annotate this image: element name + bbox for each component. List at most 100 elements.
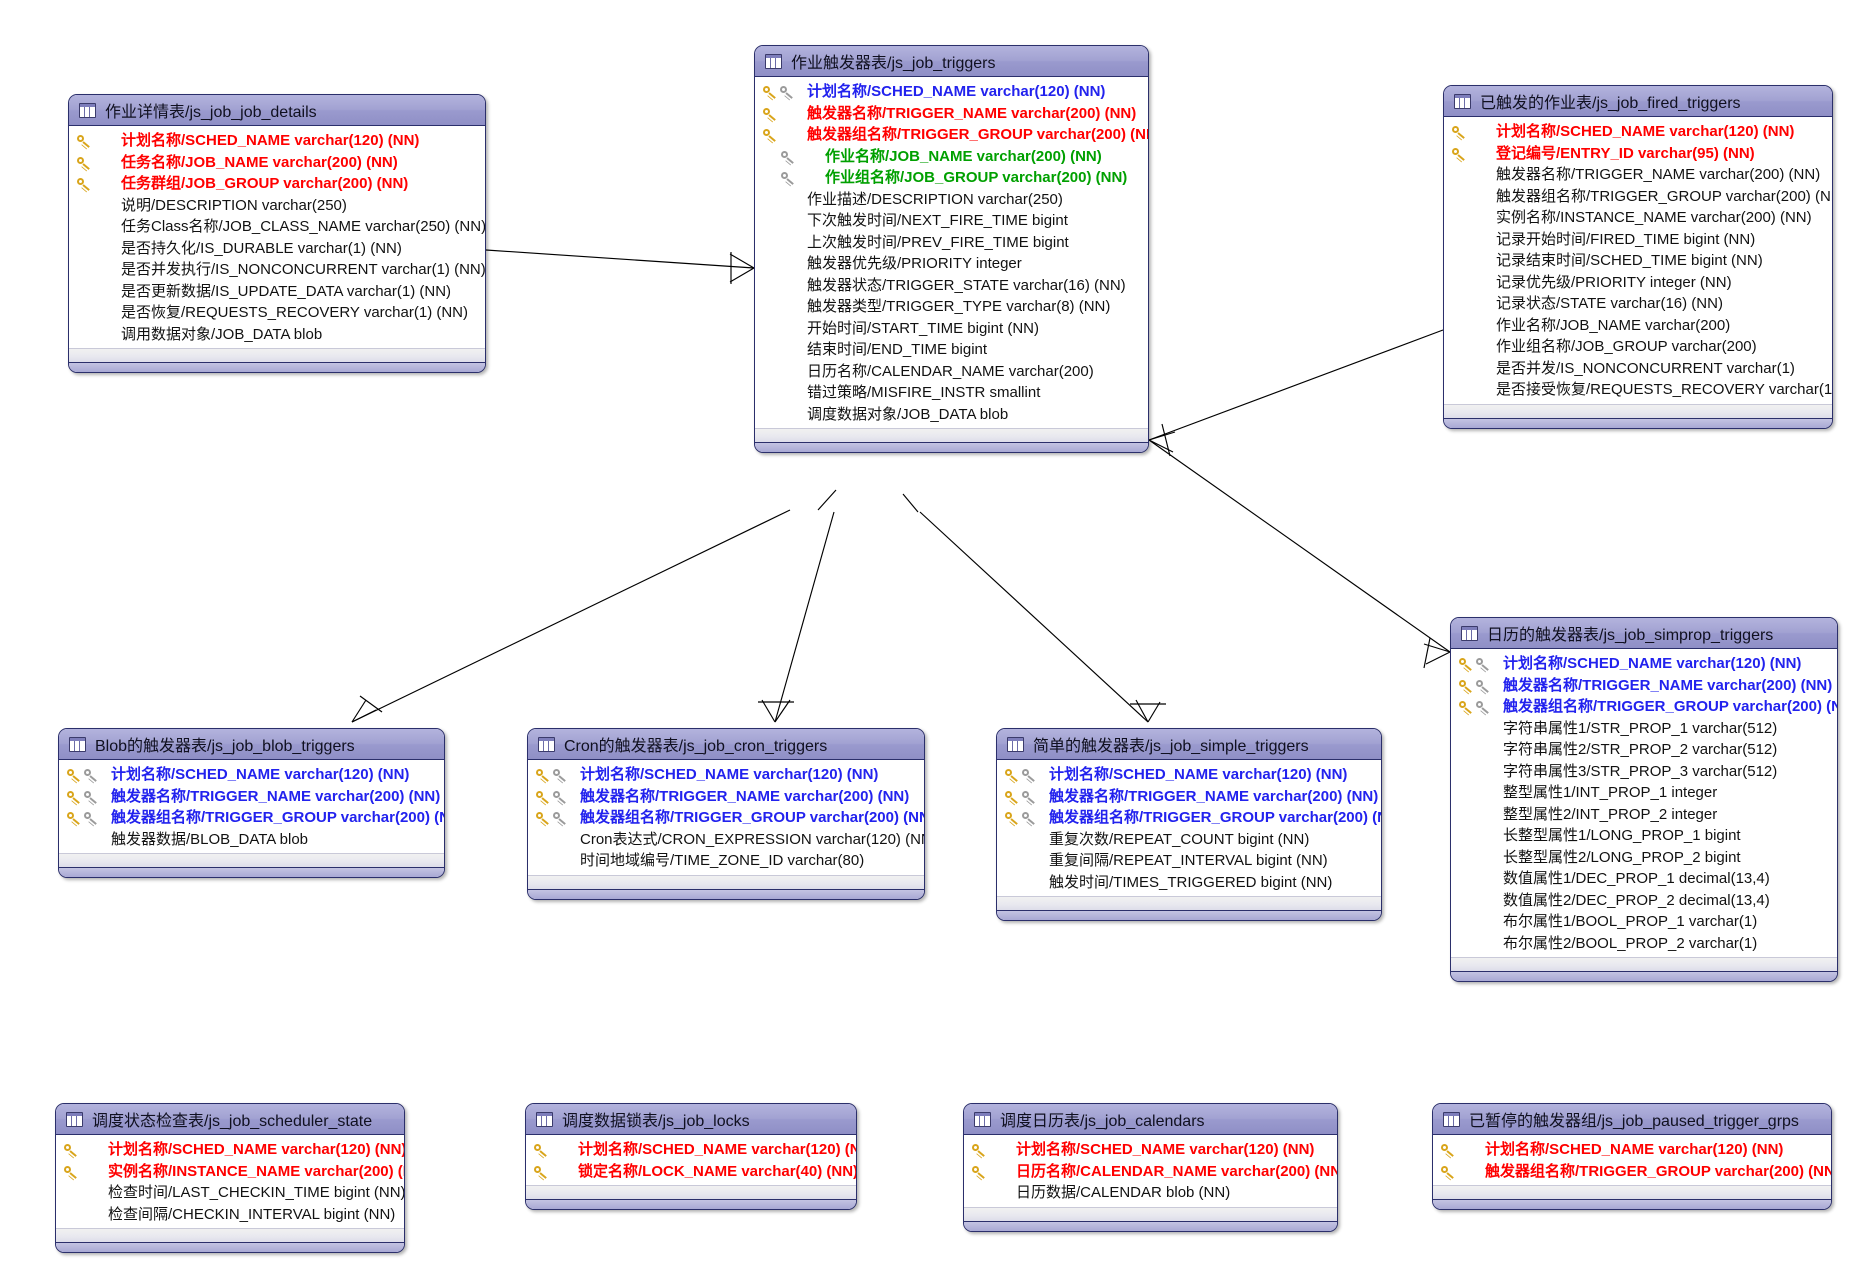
attribute-row[interactable]: 调度数据对象/JOB_DATA blob [755, 404, 1148, 426]
attribute-row[interactable]: 错过策略/MISFIRE_INSTR smallint [755, 382, 1148, 404]
attribute-row[interactable]: 说明/DESCRIPTION varchar(250) [69, 195, 485, 217]
attribute-row[interactable]: 计划名称/SCHED_NAME varchar(120) (NN) [56, 1139, 404, 1161]
attribute-row[interactable]: 触发器类型/TRIGGER_TYPE varchar(8) (NN) [755, 296, 1148, 318]
attribute-row[interactable]: 触发器组名称/TRIGGER_GROUP varchar(200) (NN) [1433, 1161, 1831, 1183]
entity-js_job_locks[interactable]: 调度数据锁表/js_job_locks 计划名称/SCHED_NAME varch… [525, 1103, 857, 1210]
entity-js_job_cron_triggers[interactable]: Cron的触发器表/js_job_cron_triggers 计划名称/SCHED… [527, 728, 925, 900]
entity-js_job_triggers[interactable]: 作业触发器表/js_job_triggers 计划名称/SCHED_NAME va… [754, 45, 1149, 453]
attribute-row[interactable]: 检查间隔/CHECKIN_INTERVAL bigint (NN) [56, 1204, 404, 1226]
entity-js_job_paused_trigger_grps[interactable]: 已暂停的触发器组/js_job_paused_trigger_grps 计划名称/… [1432, 1103, 1832, 1210]
attribute-row[interactable]: 任务群组/JOB_GROUP varchar(200) (NN) [69, 173, 485, 195]
attribute-row[interactable]: Cron表达式/CRON_EXPRESSION varchar(120) (NN… [528, 829, 924, 851]
attribute-row[interactable]: 触发器名称/TRIGGER_NAME varchar(200) (NN) [997, 786, 1381, 808]
attribute-row[interactable]: 记录优先级/PRIORITY integer (NN) [1444, 272, 1832, 294]
entity-header-js_job_simprop_triggers[interactable]: 日历的触发器表/js_job_simprop_triggers [1451, 618, 1837, 649]
entity-js_job_job_details[interactable]: 作业详情表/js_job_job_details 计划名称/SCHED_NAME … [68, 94, 486, 373]
attribute-row[interactable]: 计划名称/SCHED_NAME varchar(120) (NN) [528, 764, 924, 786]
attribute-row[interactable]: 任务Class名称/JOB_CLASS_NAME varchar(250) (N… [69, 216, 485, 238]
attribute-row[interactable]: 作业组名称/JOB_GROUP varchar(200) (NN) [755, 167, 1148, 189]
attribute-row[interactable]: 计划名称/SCHED_NAME varchar(120) (NN) [526, 1139, 856, 1161]
attribute-row[interactable]: 日历名称/CALENDAR_NAME varchar(200) [755, 361, 1148, 383]
attribute-row[interactable]: 触发器组名称/TRIGGER_GROUP varchar(200) (NN) [528, 807, 924, 829]
attribute-row[interactable]: 计划名称/SCHED_NAME varchar(120) (NN) [964, 1139, 1337, 1161]
attribute-row[interactable]: 整型属性1/INT_PROP_1 integer [1451, 782, 1837, 804]
entity-header-js_job_cron_triggers[interactable]: Cron的触发器表/js_job_cron_triggers [528, 729, 924, 760]
attribute-row[interactable]: 触发器名称/TRIGGER_NAME varchar(200) (NN) [1444, 164, 1832, 186]
entity-js_job_scheduler_state[interactable]: 调度状态检查表/js_job_scheduler_state 计划名称/SCHED… [55, 1103, 405, 1253]
attribute-row[interactable]: 字符串属性1/STR_PROP_1 varchar(512) [1451, 718, 1837, 740]
attribute-row[interactable]: 作业名称/JOB_NAME varchar(200) [1444, 315, 1832, 337]
attribute-row[interactable]: 整型属性2/INT_PROP_2 integer [1451, 804, 1837, 826]
attribute-row[interactable]: 计划名称/SCHED_NAME varchar(120) (NN) [1444, 121, 1832, 143]
attribute-row[interactable]: 字符串属性3/STR_PROP_3 varchar(512) [1451, 761, 1837, 783]
attribute-row[interactable]: 触发器组名称/TRIGGER_GROUP varchar(200) (NN) [755, 124, 1148, 146]
attribute-row[interactable]: 计划名称/SCHED_NAME varchar(120) (NN) [755, 81, 1148, 103]
entity-header-js_job_blob_triggers[interactable]: Blob的触发器表/js_job_blob_triggers [59, 729, 444, 760]
attribute-row[interactable]: 重复间隔/REPEAT_INTERVAL bigint (NN) [997, 850, 1381, 872]
attribute-row[interactable]: 作业组名称/JOB_GROUP varchar(200) [1444, 336, 1832, 358]
attribute-row[interactable]: 计划名称/SCHED_NAME varchar(120) (NN) [59, 764, 444, 786]
attribute-row[interactable]: 记录结束时间/SCHED_TIME bigint (NN) [1444, 250, 1832, 272]
entity-js_job_fired_triggers[interactable]: 已触发的作业表/js_job_fired_triggers 计划名称/SCHED_… [1443, 85, 1833, 429]
attribute-row[interactable]: 触发时间/TIMES_TRIGGERED bigint (NN) [997, 872, 1381, 894]
attribute-row[interactable]: 计划名称/SCHED_NAME varchar(120) (NN) [1451, 653, 1837, 675]
attribute-row[interactable]: 重复次数/REPEAT_COUNT bigint (NN) [997, 829, 1381, 851]
entity-header-js_job_job_details[interactable]: 作业详情表/js_job_job_details [69, 95, 485, 126]
entity-js_job_simprop_triggers[interactable]: 日历的触发器表/js_job_simprop_triggers 计划名称/SCHE… [1450, 617, 1838, 982]
attribute-row[interactable]: 是否并发执行/IS_NONCONCURRENT varchar(1) (NN) [69, 259, 485, 281]
attribute-row[interactable]: 数值属性1/DEC_PROP_1 decimal(13,4) [1451, 868, 1837, 890]
attribute-row[interactable]: 记录状态/STATE varchar(16) (NN) [1444, 293, 1832, 315]
attribute-row[interactable]: 上次触发时间/PREV_FIRE_TIME bigint [755, 232, 1148, 254]
attribute-row[interactable]: 计划名称/SCHED_NAME varchar(120) (NN) [997, 764, 1381, 786]
attribute-row[interactable]: 触发器组名称/TRIGGER_GROUP varchar(200) (NN) [59, 807, 444, 829]
attribute-row[interactable]: 触发器名称/TRIGGER_NAME varchar(200) (NN) [755, 103, 1148, 125]
attribute-row[interactable]: 任务名称/JOB_NAME varchar(200) (NN) [69, 152, 485, 174]
attribute-row[interactable]: 触发器状态/TRIGGER_STATE varchar(16) (NN) [755, 275, 1148, 297]
entity-js_job_blob_triggers[interactable]: Blob的触发器表/js_job_blob_triggers 计划名称/SCHED… [58, 728, 445, 878]
attribute-row[interactable]: 布尔属性2/BOOL_PROP_2 varchar(1) [1451, 933, 1837, 955]
attribute-row[interactable]: 触发器数据/BLOB_DATA blob [59, 829, 444, 851]
attribute-row[interactable]: 触发器组名称/TRIGGER_GROUP varchar(200) (NN) [997, 807, 1381, 829]
attribute-row[interactable]: 作业名称/JOB_NAME varchar(200) (NN) [755, 146, 1148, 168]
attribute-row[interactable]: 布尔属性1/BOOL_PROP_1 varchar(1) [1451, 911, 1837, 933]
attribute-row[interactable]: 触发器名称/TRIGGER_NAME varchar(200) (NN) [59, 786, 444, 808]
attribute-row[interactable]: 检查时间/LAST_CHECKIN_TIME bigint (NN) [56, 1182, 404, 1204]
entity-header-js_job_fired_triggers[interactable]: 已触发的作业表/js_job_fired_triggers [1444, 86, 1832, 117]
attribute-row[interactable]: 是否接受恢复/REQUESTS_RECOVERY varchar(1) [1444, 379, 1832, 401]
entity-header-js_job_locks[interactable]: 调度数据锁表/js_job_locks [526, 1104, 856, 1135]
attribute-row[interactable]: 触发器名称/TRIGGER_NAME varchar(200) (NN) [528, 786, 924, 808]
entity-header-js_job_paused_trigger_grps[interactable]: 已暂停的触发器组/js_job_paused_trigger_grps [1433, 1104, 1831, 1135]
entity-header-js_job_calendars[interactable]: 调度日历表/js_job_calendars [964, 1104, 1337, 1135]
attribute-row[interactable]: 触发器名称/TRIGGER_NAME varchar(200) (NN) [1451, 675, 1837, 697]
attribute-row[interactable]: 锁定名称/LOCK_NAME varchar(40) (NN) [526, 1161, 856, 1183]
attribute-row[interactable]: 日历数据/CALENDAR blob (NN) [964, 1182, 1337, 1204]
attribute-row[interactable]: 日历名称/CALENDAR_NAME varchar(200) (NN) [964, 1161, 1337, 1183]
attribute-row[interactable]: 计划名称/SCHED_NAME varchar(120) (NN) [69, 130, 485, 152]
attribute-row[interactable]: 下次触发时间/NEXT_FIRE_TIME bigint [755, 210, 1148, 232]
attribute-row[interactable]: 触发器组名称/TRIGGER_GROUP varchar(200) (NN) [1451, 696, 1837, 718]
attribute-row[interactable]: 长整型属性1/LONG_PROP_1 bigint [1451, 825, 1837, 847]
attribute-row[interactable]: 计划名称/SCHED_NAME varchar(120) (NN) [1433, 1139, 1831, 1161]
attribute-row[interactable]: 时间地域编号/TIME_ZONE_ID varchar(80) [528, 850, 924, 872]
attribute-row[interactable]: 是否并发/IS_NONCONCURRENT varchar(1) [1444, 358, 1832, 380]
attribute-row[interactable]: 字符串属性2/STR_PROP_2 varchar(512) [1451, 739, 1837, 761]
attribute-row[interactable]: 触发器组名称/TRIGGER_GROUP varchar(200) (NN) [1444, 186, 1832, 208]
attribute-row[interactable]: 是否更新数据/IS_UPDATE_DATA varchar(1) (NN) [69, 281, 485, 303]
entity-header-js_job_scheduler_state[interactable]: 调度状态检查表/js_job_scheduler_state [56, 1104, 404, 1135]
attribute-row[interactable]: 是否恢复/REQUESTS_RECOVERY varchar(1) (NN) [69, 302, 485, 324]
attribute-row[interactable]: 触发器优先级/PRIORITY integer [755, 253, 1148, 275]
attribute-row[interactable]: 数值属性2/DEC_PROP_2 decimal(13,4) [1451, 890, 1837, 912]
attribute-row[interactable]: 实例名称/INSTANCE_NAME varchar(200) (NN) [56, 1161, 404, 1183]
attribute-row[interactable]: 作业描述/DESCRIPTION varchar(250) [755, 189, 1148, 211]
attribute-row[interactable]: 结束时间/END_TIME bigint [755, 339, 1148, 361]
entity-js_job_simple_triggers[interactable]: 简单的触发器表/js_job_simple_triggers 计划名称/SCHED… [996, 728, 1382, 921]
attribute-row[interactable]: 记录开始时间/FIRED_TIME bigint (NN) [1444, 229, 1832, 251]
attribute-row[interactable]: 是否持久化/IS_DURABLE varchar(1) (NN) [69, 238, 485, 260]
entity-header-js_job_triggers[interactable]: 作业触发器表/js_job_triggers [755, 46, 1148, 77]
attribute-row[interactable]: 实例名称/INSTANCE_NAME varchar(200) (NN) [1444, 207, 1832, 229]
attribute-row[interactable]: 长整型属性2/LONG_PROP_2 bigint [1451, 847, 1837, 869]
attribute-row[interactable]: 登记编号/ENTRY_ID varchar(95) (NN) [1444, 143, 1832, 165]
entity-js_job_calendars[interactable]: 调度日历表/js_job_calendars 计划名称/SCHED_NAME va… [963, 1103, 1338, 1232]
entity-header-js_job_simple_triggers[interactable]: 简单的触发器表/js_job_simple_triggers [997, 729, 1381, 760]
attribute-row[interactable]: 开始时间/START_TIME bigint (NN) [755, 318, 1148, 340]
